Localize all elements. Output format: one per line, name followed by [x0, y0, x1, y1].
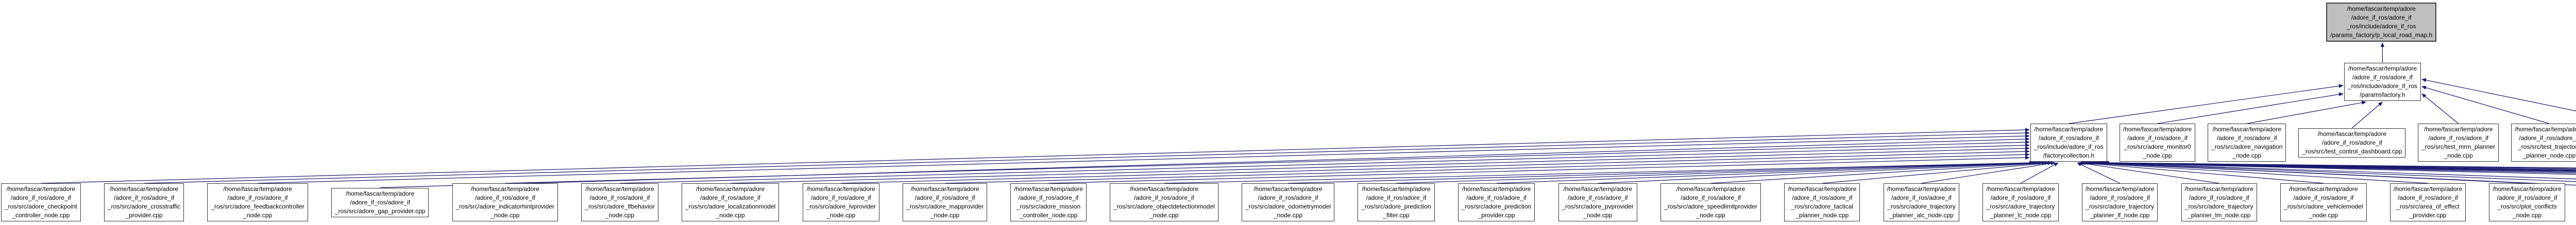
graph-node[interactable]: /home/fascar/temp/adore /adore_if_ros/ad…: [1358, 183, 1435, 221]
graph-node[interactable]: /home/fascar/temp/adore /adore_if_ros/ad…: [1982, 183, 2059, 221]
graph-node[interactable]: /home/fascar/temp/adore /adore_if_ros/ad…: [2389, 183, 2466, 221]
graph-node[interactable]: /home/fascar/temp/adore /adore_if_ros/ad…: [903, 183, 988, 221]
graph-node[interactable]: /home/fascar/temp/adore /adore_if_ros/ad…: [1010, 183, 1087, 221]
graph-node[interactable]: /home/fascar/temp/adore /adore_if_ros/ad…: [1458, 183, 1535, 221]
graph-node[interactable]: /home/fascar/temp/adore /adore_if_ros/ad…: [2181, 183, 2257, 221]
graph-node[interactable]: /home/fascar/temp/adore /adore_if_ros/ad…: [1784, 183, 1860, 221]
graph-node[interactable]: /home/fascar/temp/adore /adore_if_ros/ad…: [802, 183, 879, 221]
graph-node-p-local-road-map-h[interactable]: /home/fascar/temp/adore /adore_if_ros/ad…: [2326, 3, 2437, 42]
graph-node[interactable]: /home/fascar/temp/adore /adore_if_ros/ad…: [2208, 124, 2286, 162]
graph-node[interactable]: /home/fascar/temp/adore /adore_if_ros/ad…: [207, 183, 308, 221]
graph-node[interactable]: /home/fascar/temp/adore /adore_if_ros/ad…: [681, 183, 779, 221]
graph-row-direct-includers: /home/fascar/temp/adore /adore_if_ros/ad…: [2030, 123, 2576, 163]
graph-node[interactable]: /home/fascar/temp/adore /adore_if_ros/ad…: [452, 183, 558, 221]
graph-node[interactable]: /home/fascar/temp/adore /adore_if_ros/ad…: [2418, 124, 2499, 162]
graph-node[interactable]: /home/fascar/temp/adore /adore_if_ros/ad…: [2030, 124, 2107, 162]
graph-node[interactable]: /home/fascar/temp/adore /adore_if_ros/ad…: [2081, 183, 2158, 221]
graph-node[interactable]: /home/fascar/temp/adore /adore_if_ros/ad…: [1660, 183, 1761, 221]
graph-row-indirect-includers: /home/fascar/temp/adore /adore_if_ros/ad…: [1, 182, 2576, 222]
graph-node[interactable]: /home/fascar/temp/adore /adore_if_ros/ad…: [2280, 183, 2367, 221]
graph-node[interactable]: /home/fascar/temp/adore /adore_if_ros/ad…: [581, 183, 658, 221]
graph-node[interactable]: /home/fascar/temp/adore /adore_if_ros/ad…: [2489, 183, 2565, 221]
graph-node[interactable]: /home/fascar/temp/adore /adore_if_ros/ad…: [1242, 183, 1335, 221]
graph-node[interactable]: /home/fascar/temp/adore /adore_if_ros/ad…: [1558, 183, 1637, 221]
graph-node[interactable]: /home/fascar/temp/adore /adore_if_ros/ad…: [331, 187, 429, 217]
graph-node[interactable]: /home/fascar/temp/adore /adore_if_ros/ad…: [1, 183, 81, 221]
graph-node[interactable]: /home/fascar/temp/adore /adore_if_ros/ad…: [2119, 124, 2196, 162]
graph-node[interactable]: /home/fascar/temp/adore /adore_if_ros/ad…: [104, 183, 184, 221]
graph-node-paramsfactory-h[interactable]: /home/fascar/temp/adore /adore_if_ros/ad…: [2344, 63, 2421, 101]
graph-node[interactable]: /home/fascar/temp/adore /adore_if_ros/ad…: [2298, 128, 2406, 158]
graph-node[interactable]: /home/fascar/temp/adore /adore_if_ros/ad…: [1883, 183, 1960, 221]
graph-node[interactable]: /home/fascar/temp/adore /adore_if_ros/ad…: [1110, 183, 1218, 221]
graph-node[interactable]: /home/fascar/temp/adore /adore_if_ros/ad…: [2511, 124, 2576, 162]
